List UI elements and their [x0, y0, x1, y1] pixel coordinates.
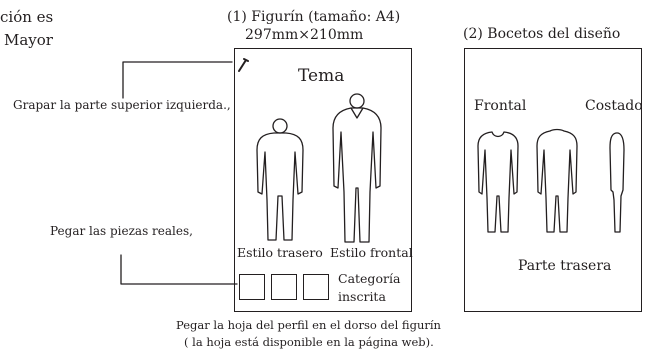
paste-instruction: Pegar las piezas reales, [50, 224, 193, 238]
header-line-2: Mayor [4, 31, 53, 49]
panel1-size: 297mm×210mm [245, 27, 364, 43]
back-part-label: Parte trasera [518, 258, 612, 274]
figurin-panel [234, 48, 412, 312]
panel1-title: (1) Figurín (tamaño: A4) [227, 9, 401, 25]
category-label-line-1: Categoría [338, 271, 401, 286]
material-sample-box-2 [271, 274, 297, 300]
side-sketch-figure [609, 132, 625, 233]
back-style-figure [256, 118, 304, 241]
category-label-line-2: inscrita [338, 289, 386, 304]
back-style-label: Estilo trasero [237, 245, 323, 260]
material-sample-box-3 [303, 274, 329, 300]
front-style-label: Estilo frontal [330, 245, 413, 260]
frontal-label: Frontal [474, 98, 527, 114]
panel2-title: (2) Bocetos del diseño [463, 26, 621, 42]
paste-leader-line [120, 254, 238, 285]
header-line-1: ción es [0, 8, 54, 26]
front-sketch-figure [477, 131, 519, 233]
staple-leader-line [122, 61, 233, 99]
bottom-note-line-1: Pegar la hoja del perfil en el dorso del… [176, 318, 441, 332]
front-style-figure [332, 93, 382, 243]
back-sketch-figure [536, 128, 578, 233]
tema-label: Tema [298, 66, 345, 86]
design-sketch-panel [464, 48, 642, 312]
bottom-note-line-2: ( la hoja está disponible en la página w… [184, 335, 434, 349]
costado-label: Costado [585, 98, 643, 114]
staple-icon [238, 58, 249, 72]
staple-instruction: Grapar la parte superior izquierda., [13, 98, 231, 112]
material-sample-box-1 [239, 274, 265, 300]
